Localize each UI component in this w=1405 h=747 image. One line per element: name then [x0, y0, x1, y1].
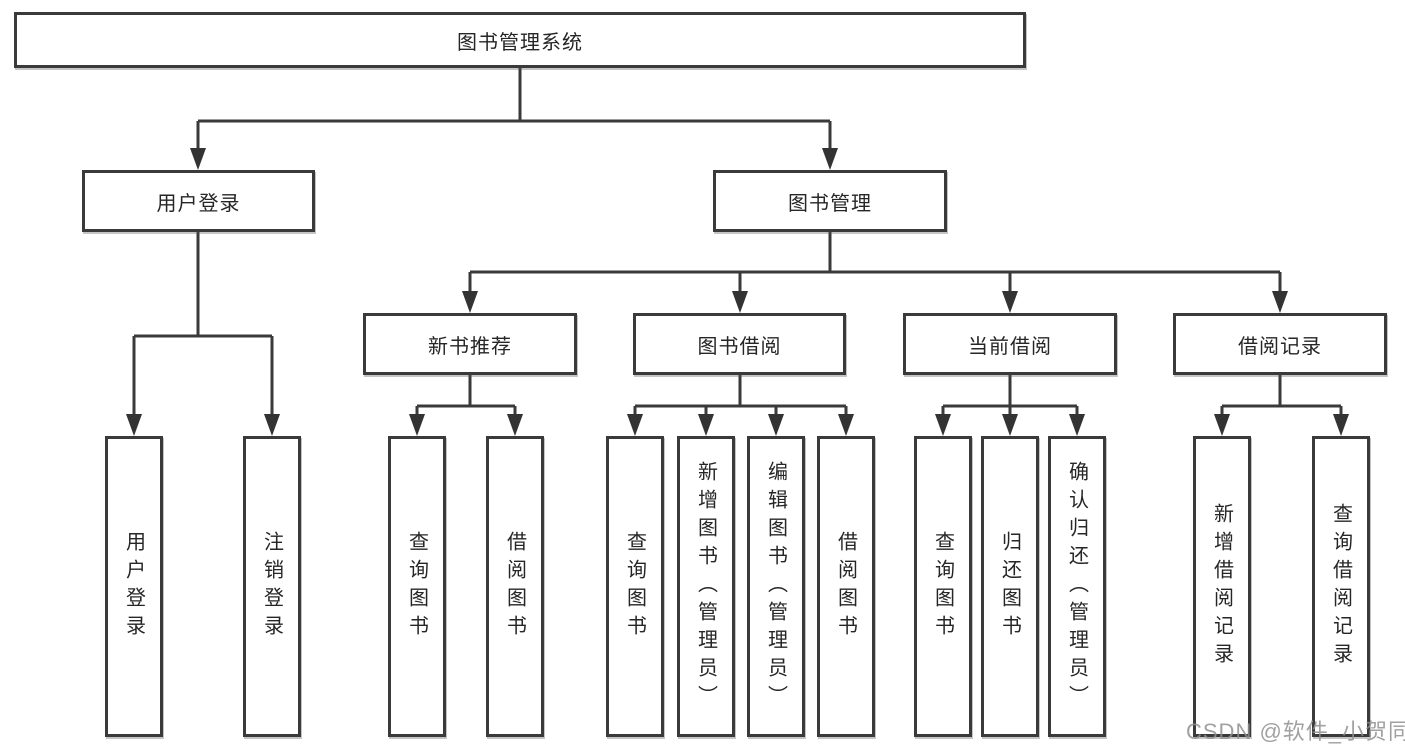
node-label: 图书借阅 — [697, 335, 782, 358]
leaf-query-books-current: 查询图书 — [914, 436, 972, 737]
node-label: 查询图书 — [623, 530, 646, 643]
node-label: 查询借阅记录 — [1329, 502, 1352, 671]
leaf-query-borrow-record: 查询借阅记录 — [1312, 436, 1370, 737]
leaf-query-books-recommend: 查询图书 — [388, 436, 446, 737]
node-label: 查询图书 — [405, 530, 428, 643]
node-label: 编辑图书（管理员） — [764, 460, 787, 713]
leaf-user-login: 用户登录 — [105, 436, 163, 737]
node-label: 借阅图书 — [503, 530, 526, 643]
node-label: 新增借阅记录 — [1210, 502, 1233, 671]
node-label: 查询图书 — [931, 530, 954, 643]
leaf-edit-book-admin: 编辑图书（管理员） — [747, 436, 805, 737]
node-book-management: 图书管理 — [713, 170, 947, 232]
leaf-confirm-return-admin: 确认归还（管理员） — [1048, 436, 1106, 737]
node-label: 当前借阅 — [968, 335, 1052, 358]
node-label: 确认归还（管理员） — [1065, 460, 1088, 713]
node-label: 图书管理 — [788, 192, 872, 215]
leaf-logout-login: 注销登录 — [243, 436, 301, 737]
node-label: 注销登录 — [260, 530, 283, 643]
node-new-book-recommend: 新书推荐 — [363, 313, 577, 375]
node-label: 新书推荐 — [428, 335, 512, 358]
node-label: 图书管理系统 — [457, 31, 583, 54]
node-label: 借阅图书 — [834, 530, 857, 643]
leaf-borrow-books-recommend: 借阅图书 — [486, 436, 544, 737]
leaf-add-book-admin: 新增图书（管理员） — [677, 436, 735, 737]
node-label: 用户登录 — [122, 530, 145, 643]
node-label: 新增图书（管理员） — [694, 460, 717, 713]
node-book-borrow: 图书借阅 — [633, 313, 846, 375]
csdn-watermark: CSDN @软件_小贺同学 — [1186, 719, 1405, 744]
node-library-system: 图书管理系统 — [14, 12, 1026, 68]
leaf-borrow-books: 借阅图书 — [817, 436, 875, 737]
node-current-borrow: 当前借阅 — [903, 313, 1117, 375]
arrowheads — [126, 148, 1349, 436]
node-borrow-records: 借阅记录 — [1173, 313, 1387, 375]
leaf-return-book: 归还图书 — [981, 436, 1039, 737]
node-label: 借阅记录 — [1238, 335, 1322, 358]
node-label: 用户登录 — [156, 192, 241, 215]
node-label: 归还图书 — [998, 530, 1021, 643]
node-user-login: 用户登录 — [82, 170, 315, 232]
leaf-query-books-borrow: 查询图书 — [606, 436, 664, 737]
leaf-add-borrow-record: 新增借阅记录 — [1193, 436, 1251, 737]
